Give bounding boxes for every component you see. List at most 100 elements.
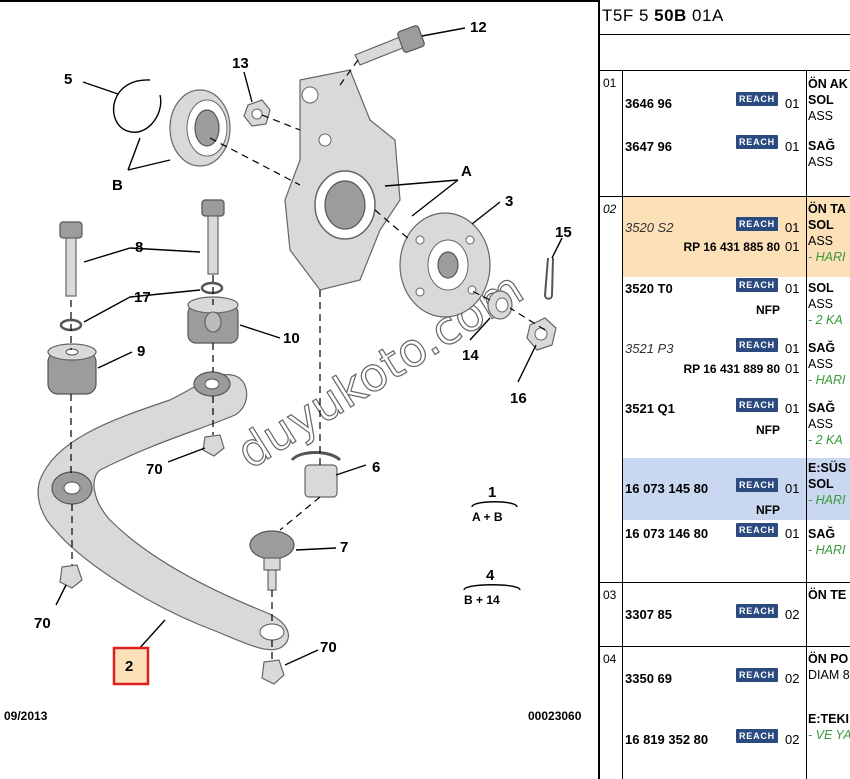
group-sep-04 [600,646,850,647]
part-ref[interactable]: 3307 85 [625,607,672,622]
combo-4-text: B + 14 [464,593,500,607]
nut-70-bottom-part [261,659,285,685]
label-16: 16 [510,390,527,407]
bolt-12-part [354,25,425,66]
label-9: 9 [137,343,145,360]
combo-1-text: A + B [472,510,503,524]
header-divider [600,34,850,35]
parts-list-panel: T5F 5 50B 01A 01 02 03 04 3646 96 REACH … [600,0,850,779]
label-A: A [461,163,472,180]
part-rp-ref: NFP [756,303,780,317]
label-13: 13 [232,55,249,72]
reach-badge: REACH [736,478,778,492]
part-rp-ref: NFP [756,423,780,437]
washer-14-part [487,290,513,320]
part-ref[interactable]: 3520 T0 [625,281,673,296]
part-desc: SAĞ- HARI [808,527,846,557]
part-rp-ref: RP 16 431 889 80 [683,362,780,376]
col-line-1 [622,70,623,779]
part-qty-2: 01 [785,361,800,376]
part-qty: 02 [785,671,800,686]
diagram-date: 09/2013 [4,709,48,723]
label-8: 8 [135,239,143,256]
reach-badge: REACH [736,217,778,231]
label-17: 17 [134,289,151,306]
reach-badge: REACH [736,729,778,743]
reach-badge: REACH [736,523,778,537]
part-ref[interactable]: 3646 96 [625,96,672,111]
nut-13-part [243,99,271,127]
part-desc: ÖN TE [808,588,847,602]
part-qty: 02 [785,607,800,622]
label-70-left: 70 [34,615,51,632]
bolt-8-left-part [59,221,83,297]
label-14: 14 [462,347,479,364]
part-ref[interactable]: 16 819 352 80 [625,732,709,747]
reach-badge: REACH [736,92,778,106]
nut-16-part [526,317,557,351]
label-15: 15 [555,224,572,241]
combo-1-brace [471,501,518,508]
panel-header: T5F 5 50B 01A [602,6,724,25]
part-ref[interactable]: 3350 69 [625,671,672,686]
part-ref[interactable]: 16 073 146 80 [625,526,709,541]
part-qty: 01 [785,220,800,235]
group-sep-03 [600,582,850,583]
table-top-rule [600,70,850,71]
label-5: 5 [64,71,72,88]
watermark-text: duyukoto.com [227,261,532,480]
group-01: 01 [603,76,617,90]
group-02: 02 [603,202,617,216]
label-2: 2 [125,658,133,675]
steering-knuckle-part [284,69,401,291]
col-line-2 [806,70,807,779]
part-ref[interactable]: 16 073 145 80 [625,481,709,496]
label-3: 3 [505,193,513,210]
part-ref[interactable]: 3520 S2 [625,220,674,235]
group-04: 04 [603,652,617,666]
wheel-hub-part [399,212,491,318]
wheel-bearing-part [169,89,231,167]
bolt-8-right-part [201,199,225,275]
part-desc: E:TEKI- VE YA [808,712,850,742]
part-qty: 01 [785,401,800,416]
combo-4-brace [463,584,521,591]
group-sep-02 [600,196,850,197]
part-qty-2: 01 [785,239,800,254]
part-ref[interactable]: 3521 P3 [625,341,674,356]
reach-badge: REACH [736,338,778,352]
reach-badge: REACH [736,398,778,412]
panel-divider [598,0,600,779]
label-6: 6 [372,459,380,476]
leader-lines [55,27,563,666]
label-2-box[interactable] [112,646,150,686]
reach-badge: REACH [736,135,778,149]
cotter-pin-part [544,257,554,300]
part-rp-ref: NFP [756,503,780,517]
part-qty: 01 [785,481,800,496]
part-qty: 01 [785,341,800,356]
part-ref[interactable]: 3521 Q1 [625,401,675,416]
bush-9-part [47,343,97,395]
part-qty: 02 [785,732,800,747]
circlip-part [112,79,162,133]
label-10: 10 [283,330,300,347]
label-70-bottom: 70 [320,639,337,656]
control-arm-part [37,371,290,651]
part-qty: 01 [785,281,800,296]
reach-badge: REACH [736,278,778,292]
label-7: 7 [340,539,348,556]
clamp-6-part [290,451,342,498]
reach-badge: REACH [736,604,778,618]
group-03: 03 [603,588,617,602]
part-ref[interactable]: 3647 96 [625,139,672,154]
label-70-upper: 70 [146,461,163,478]
